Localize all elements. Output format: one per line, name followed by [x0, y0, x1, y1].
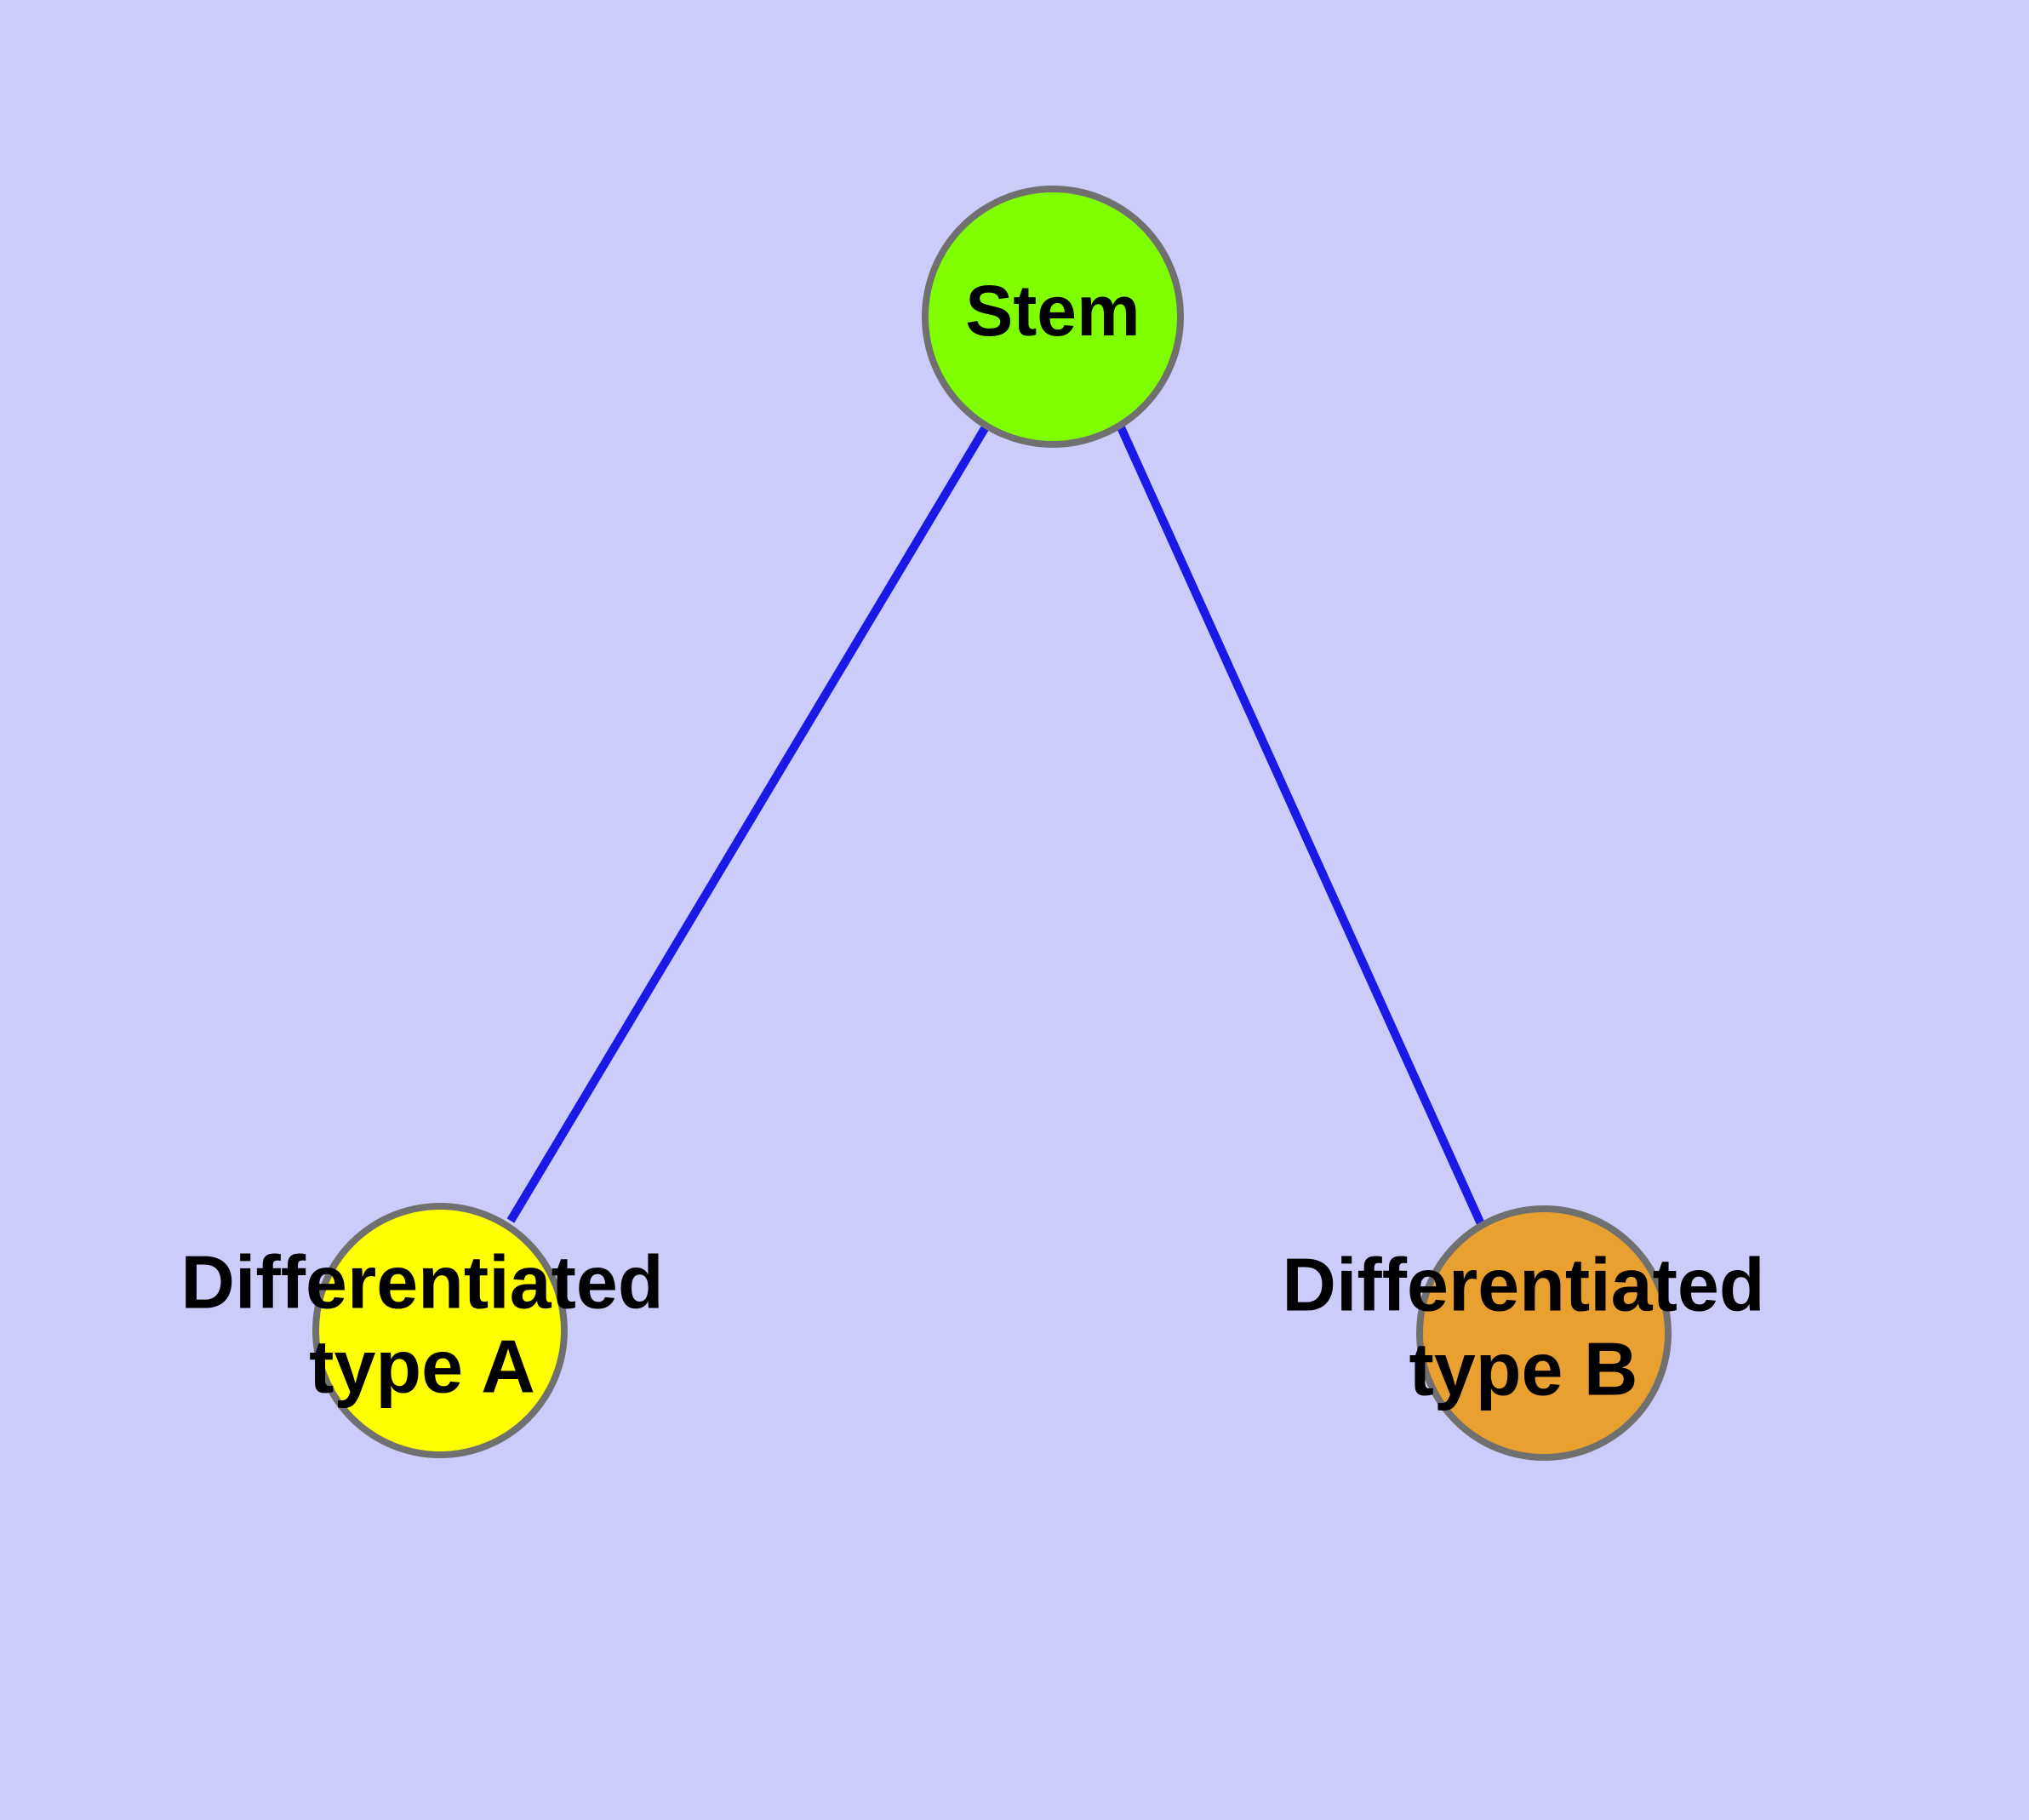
node-label-line: type A	[309, 1325, 535, 1409]
node-stem[interactable]	[922, 186, 1184, 448]
node-label-stem: Stem	[965, 271, 1140, 351]
node-label-line: Stem	[965, 271, 1140, 351]
edges-layer	[506, 423, 1486, 1228]
edge-stem-to-b[interactable]	[1117, 425, 1486, 1228]
node-label-line: type B	[1409, 1327, 1638, 1411]
node-circle-stem[interactable]	[922, 186, 1184, 448]
node-circle-diff-a[interactable]	[312, 1203, 568, 1458]
node-diff-a[interactable]	[312, 1203, 568, 1458]
node-diff-b[interactable]	[1416, 1205, 1672, 1461]
edge-stem-to-a[interactable]	[506, 423, 991, 1223]
node-label-line: Differentiated	[1282, 1243, 1764, 1327]
node-circle-diff-b[interactable]	[1416, 1205, 1672, 1461]
node-label-line: Differentiated	[180, 1240, 663, 1325]
